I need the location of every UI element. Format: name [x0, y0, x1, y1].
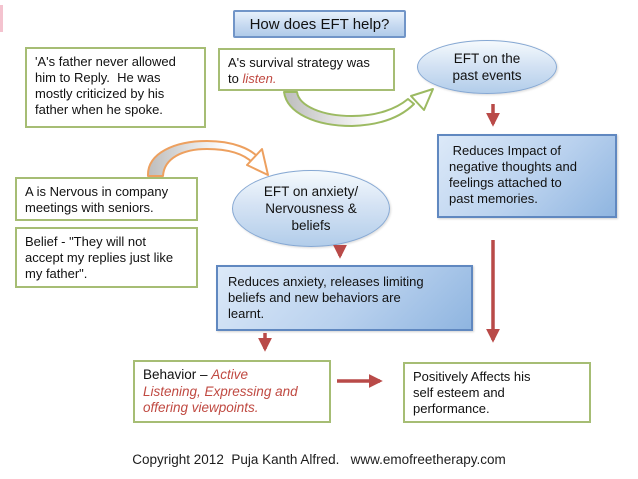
curved-arrow-survival-to-eft-past	[283, 88, 434, 127]
node-nervous-meetings: A is Nervous in company meetings with se…	[15, 177, 198, 221]
left-edge-marker	[0, 5, 3, 32]
curved-arrow-nervous-to-eft-anxiety	[146, 140, 269, 177]
node-father-history: 'A's father never allowed him to Reply. …	[25, 47, 206, 128]
slide-title: How does EFT help?	[233, 10, 406, 38]
behavior-text: Behavior –	[143, 367, 212, 382]
node-positive-effects: Positively Affects his self esteem and p…	[403, 362, 591, 423]
node-reduces-anxiety: Reduces anxiety, releases limiting belie…	[216, 265, 473, 331]
copyright-text: Copyright 2012 Puja Kanth Alfred. www.em…	[132, 452, 506, 467]
node-survival-strategy: A's survival strategy was to listen.	[218, 48, 395, 91]
survival-strategy-highlight: listen.	[242, 71, 277, 87]
behavior-highlight: Active Listening, Expressing and offerin…	[143, 367, 298, 416]
node-eft-past-events: EFT on the past events	[417, 40, 557, 94]
node-belief: Belief - "They will not accept my replie…	[15, 227, 198, 288]
node-reduces-impact: Reduces Impact of negative thoughts and …	[437, 134, 617, 218]
node-behavior: Behavior – Active Listening, Expressing …	[133, 360, 331, 423]
node-eft-anxiety: EFT on anxiety/ Nervousness & beliefs	[232, 170, 390, 247]
survival-strategy-text: A's survival strategy was to	[228, 55, 370, 87]
